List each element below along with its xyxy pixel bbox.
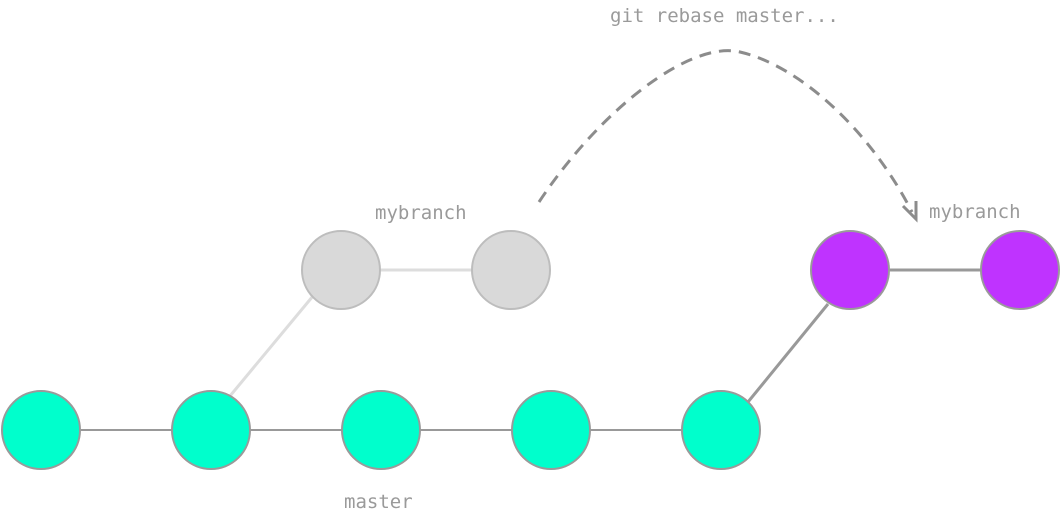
master-commit-4 <box>511 390 591 470</box>
master-commit-2 <box>171 390 251 470</box>
rebased-commit-2 <box>980 230 1060 310</box>
old-commit-2 <box>471 230 551 310</box>
old-branch-fork-line <box>228 295 315 397</box>
command-label: git rebase master... <box>610 5 839 27</box>
rebase-arrowhead <box>901 201 918 223</box>
master-commit-1 <box>1 390 81 470</box>
rebase-arrow <box>537 49 914 213</box>
rebased-fork-line <box>746 303 830 403</box>
old-branch-label: mybranch <box>375 202 467 224</box>
master-commit-3 <box>341 390 421 470</box>
rebased-commit-1 <box>810 230 890 310</box>
old-commit-1 <box>301 230 381 310</box>
new-branch-label: mybranch <box>929 201 1021 223</box>
master-label: master <box>344 491 413 513</box>
master-commit-5 <box>681 390 761 470</box>
